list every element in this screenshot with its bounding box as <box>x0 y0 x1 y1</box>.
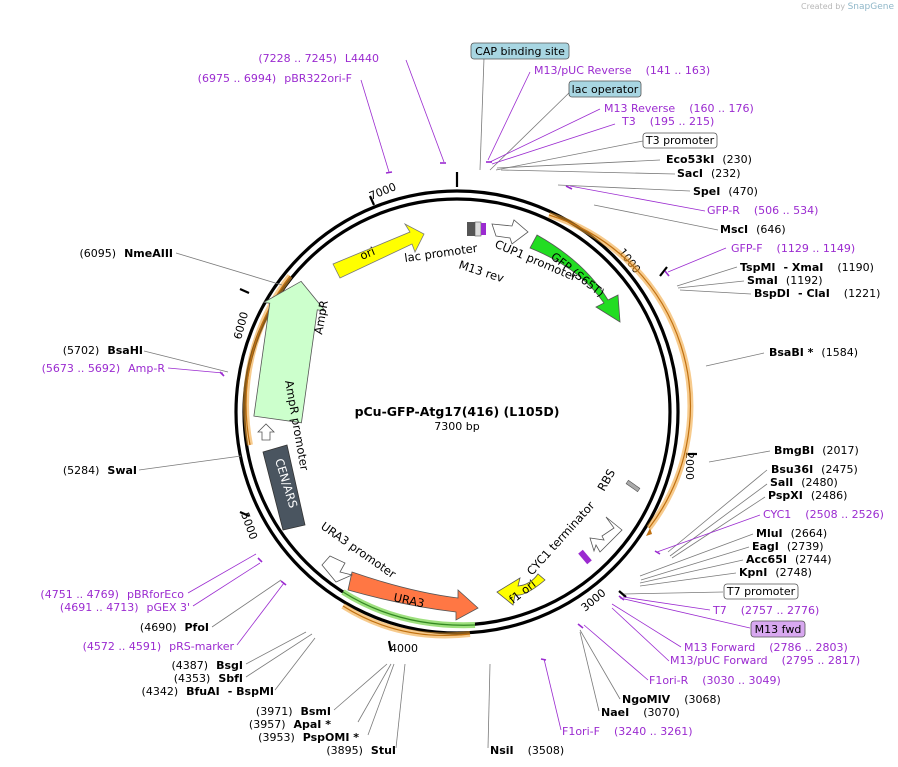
orf-arrowhead-gfp <box>646 528 652 536</box>
label-bsu36i: Bsu36I(2475) <box>771 463 858 476</box>
label-spei: SpeI(470) <box>693 185 758 198</box>
label-swai: (5284)SwaI <box>63 464 137 477</box>
label-acc65i: Acc65I(2744) <box>746 553 832 566</box>
label-t3-promoter: T3 promoter <box>645 134 715 147</box>
label-bmgbi: BmgBI(2017) <box>774 444 859 457</box>
m13-rev-box <box>481 223 486 235</box>
label-nsii: NsiI(3508) <box>490 744 564 757</box>
orf-arc-ampr-line <box>245 275 291 446</box>
label-cap-binding-site: CAP binding site <box>475 45 565 58</box>
cen-ars-feature[interactable] <box>262 444 306 531</box>
ura3-promoter-arrow <box>321 555 354 583</box>
cyc1-terminator-arrow <box>589 516 623 553</box>
label-bsgi: (4387)BsgI <box>172 659 243 672</box>
label-pgex: (4691 .. 4713)pGEX 3' <box>60 601 190 614</box>
label-cyc1: CYC1(2508 .. 2526) <box>763 508 884 521</box>
label-t3: T3(195 .. 215) <box>621 115 714 128</box>
ura3-label: URA3 <box>392 590 425 610</box>
label-tspmi-xmai: TspMI- XmaI(1190) <box>740 261 874 274</box>
ura3-feature[interactable] <box>347 571 479 621</box>
label-pbrforeco: (4751 .. 4769)pBRforEco <box>40 588 184 601</box>
tick-label-5000: 5000 <box>238 511 260 542</box>
ampr-feature[interactable] <box>248 277 329 424</box>
label-pspomi: (3953)PspOMI * <box>258 731 359 744</box>
rbs-label: RBS <box>594 467 618 494</box>
label-bsahi: (5702)BsaHI <box>63 344 143 357</box>
rbs-box <box>625 479 641 493</box>
label-t7-promoter: T7 promoter <box>726 585 796 598</box>
label-bspdi-clai: BspDI- ClaI(1221) <box>754 287 880 300</box>
label-amp-r: (5673 .. 5692)Amp-R <box>42 362 166 375</box>
map-size: 7300 bp <box>434 420 479 433</box>
ori-feature[interactable] <box>332 222 425 279</box>
m13-fwd-box <box>750 620 806 638</box>
ori-label: ori <box>358 244 377 263</box>
label-f1ori-r: F1ori-R(3030 .. 3049) <box>649 674 781 687</box>
label-eagi: EagI(2739) <box>752 540 823 553</box>
snapgene-logo: SnapGene <box>847 2 894 12</box>
label-saci: SacI(232) <box>677 167 741 180</box>
label-sali: SalI(2480) <box>770 476 838 489</box>
tick-marks <box>239 172 697 652</box>
label-nmeaiii: (6095)NmeAIII <box>80 247 174 260</box>
label-bfuai-bspmi: (4342)BfuAI- BspMI <box>142 685 274 698</box>
label-eco53ki: Eco53kI(230) <box>666 153 752 166</box>
label-m13puc-reverse: M13/pUC Reverse(141 .. 163) <box>534 64 710 77</box>
label-stui: (3895)StuI <box>326 744 396 757</box>
cyc1-primer-box <box>578 549 592 565</box>
cup1-promoter-arrow <box>491 219 529 245</box>
label-bsmi: (3971)BsmI <box>256 705 331 718</box>
label-msci: MscI(646) <box>720 223 786 236</box>
t3-promoter-box <box>642 132 718 149</box>
map-name: pCu-GFP-Atg17(416) (L105D) <box>355 404 560 419</box>
cyc1-terminator-label: CYC1 terminator <box>524 498 598 578</box>
label-t7: T7(2757 .. 2776) <box>712 604 819 617</box>
label-m13-forward: M13 Forward(2786 .. 2803) <box>684 641 848 654</box>
orf-arc-gfp-atg17-line <box>548 214 691 529</box>
label-gfp-r: GFP-R(506 .. 534) <box>707 204 818 217</box>
f1-ori-feature[interactable] <box>496 573 546 606</box>
t7-promoter-box <box>723 583 799 600</box>
label-naei: NaeI(3070) <box>601 706 680 719</box>
lac-operator-box <box>568 80 642 98</box>
label-l4440: (7228 .. 7245)L4440 <box>258 52 379 65</box>
gfp-feature[interactable] <box>529 234 621 323</box>
label-bsabi: BsaBI *(1584) <box>769 346 858 359</box>
tick-label-3000: 3000 <box>579 586 609 614</box>
label-kpni: KpnI(2748) <box>739 566 812 579</box>
lac-promoter-box <box>474 221 482 237</box>
m13-rev-label: M13 rev <box>457 258 506 286</box>
label-pspxi: PspXI(2486) <box>768 489 847 502</box>
orf-arc-ura3-green-line <box>342 591 476 626</box>
label-m13puc-forward: M13/pUC Forward(2795 .. 2817) <box>670 654 860 667</box>
label-gfp-f: GFP-F(1129 .. 1149) <box>731 242 855 255</box>
ampr-label: AmpR <box>311 299 331 335</box>
label-smai: SmaI(1192) <box>747 274 822 287</box>
label-m13-reverse: M13 Reverse(160 .. 176) <box>604 102 754 115</box>
label-sbfi: (4353)SbfI <box>174 672 243 685</box>
orf-arc-ura3-line <box>342 605 471 637</box>
leader-lines <box>138 57 771 749</box>
cap-site-box <box>467 222 475 236</box>
cap-binding-site-box <box>470 42 570 60</box>
label-prs-marker: (4572 .. 4591)pRS-marker <box>83 640 235 653</box>
label-m13-fwd: M13 fwd <box>755 623 802 636</box>
label-ngomiv: NgoMIV(3068) <box>622 693 721 706</box>
ampr-promoter-arrow <box>257 423 275 441</box>
label-f1ori-f: F1ori-F(3240 .. 3261) <box>562 725 693 738</box>
snapgene-credit: Created by SnapGene <box>801 2 894 12</box>
label-pfoi: (4690)PfoI <box>140 621 209 634</box>
label-lac-operator: lac operator <box>572 83 639 96</box>
tick-label-4000: 4000 <box>390 642 418 655</box>
primer-ticks <box>219 161 670 661</box>
label-mlui: MluI(2664) <box>756 527 827 540</box>
label-pbr322ori-f: (6975 .. 6994)pBR322ori-F <box>198 72 352 85</box>
label-apai: (3957)ApaI * <box>249 718 331 731</box>
